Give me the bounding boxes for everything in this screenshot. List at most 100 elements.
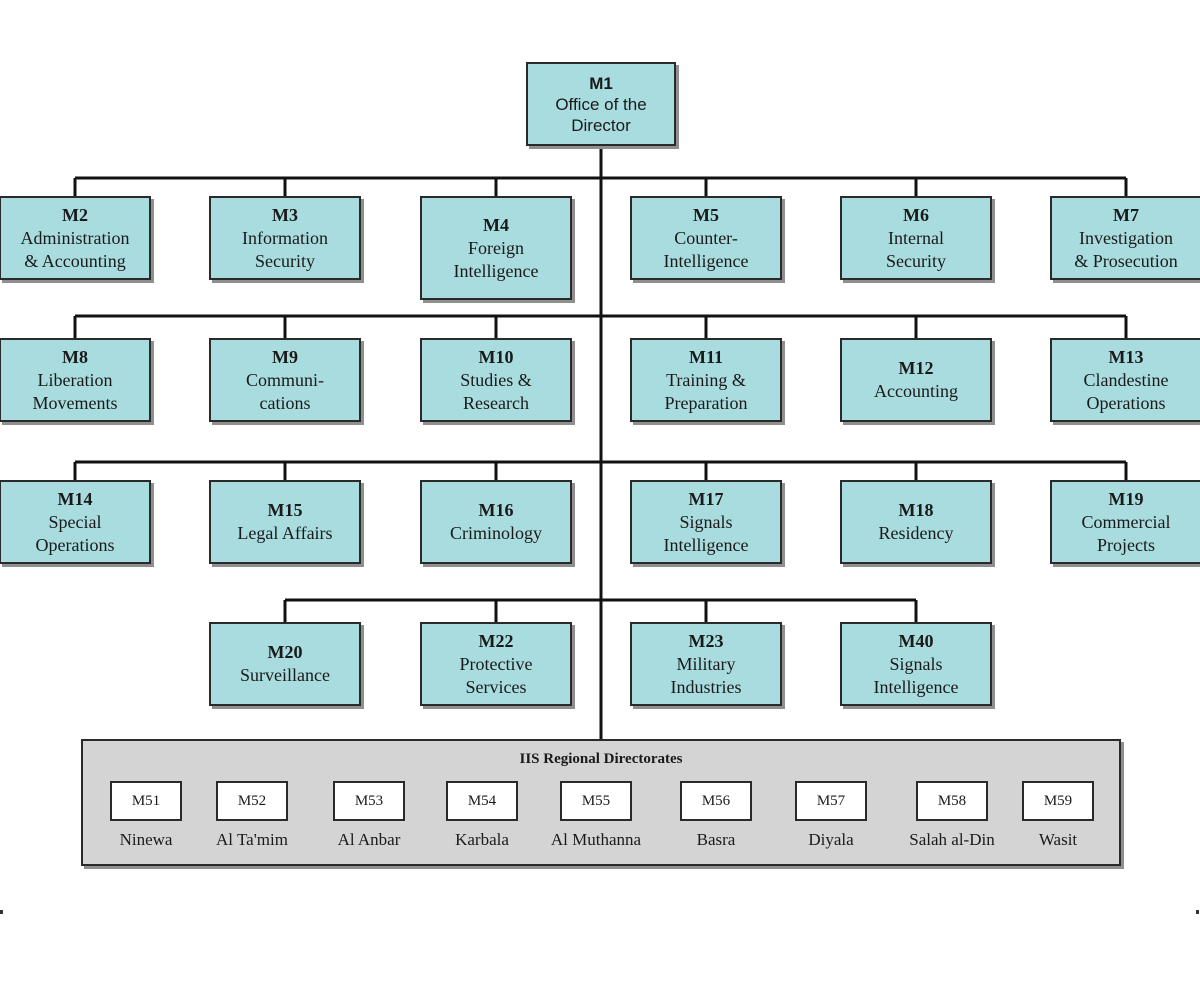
unit-code: M5 [693, 204, 719, 225]
unit-name-line: Foreign [468, 237, 524, 258]
unit-name-line: & Prosecution [1074, 250, 1178, 271]
unit-name-line: Industries [670, 676, 742, 697]
unit-name-line: Operations [1086, 392, 1166, 413]
regional-name: Salah al-Din [909, 830, 995, 849]
unit-code: M18 [898, 500, 934, 520]
unit-name-line: Preparation [664, 392, 748, 413]
unit-name-line: Signals [889, 653, 943, 674]
unit-name-line: Intelligence [663, 250, 749, 271]
regional-name: Wasit [1038, 830, 1078, 849]
unit-name-line: Signals [679, 511, 733, 532]
unit-name-line: Surveillance [240, 665, 330, 685]
unit-code: M1 [589, 73, 613, 93]
unit-name-line: Accounting [874, 381, 958, 401]
unit-name-line: cations [259, 392, 311, 413]
regional-name: Ninewa [119, 830, 173, 849]
unit-code: M40 [898, 630, 934, 651]
regional-name: Al Muthanna [550, 830, 642, 849]
unit-name-line: Director [571, 115, 631, 135]
unit-code: M4 [483, 214, 509, 235]
unit-code: M14 [57, 488, 93, 509]
unit-code: M11 [689, 346, 723, 367]
unit-code: M13 [1108, 346, 1144, 367]
regional-code-box: M58 [916, 781, 988, 821]
unit-name-line: Administration [20, 227, 130, 248]
unit-name-line: Intelligence [663, 534, 749, 555]
regional-directorates-title: IIS Regional Directorates [519, 751, 683, 767]
regional-code-box: M59 [1022, 781, 1094, 821]
unit-code: M23 [688, 630, 724, 651]
edge-mark-left [0, 910, 3, 914]
unit-name-line: Residency [878, 523, 954, 543]
regional-name: Diyala [808, 830, 854, 849]
unit-name-line: Security [886, 250, 946, 271]
regional-name: Al Anbar [337, 830, 401, 849]
regional-code-box: M55 [560, 781, 632, 821]
regional-name: Basra [696, 830, 736, 849]
unit-code: M8 [62, 346, 88, 367]
unit-name-line: Information [242, 227, 328, 248]
unit-code: M15 [267, 500, 303, 520]
unit-name-line: Clandestine [1083, 369, 1169, 390]
unit-name-line: Internal [888, 227, 944, 248]
unit-name-line: Operations [35, 534, 115, 555]
regional-code-box: M51 [110, 781, 182, 821]
unit-code: M10 [478, 346, 514, 367]
regional-code-box: M57 [795, 781, 867, 821]
unit-name-line: Intelligence [453, 260, 539, 281]
regional-code-box: M56 [680, 781, 752, 821]
unit-name-line: Criminology [449, 523, 542, 543]
unit-name-line: Protective [459, 653, 533, 674]
regional-item-m55: M55 Al Muthanna [526, 781, 666, 850]
regional-code-box: M52 [216, 781, 288, 821]
unit-name-line: Investigation [1079, 227, 1173, 248]
edge-mark-right [1196, 910, 1199, 914]
unit-name-line: Special [48, 511, 102, 532]
unit-name-line: Services [465, 676, 527, 697]
unit-name-line: Studies & [460, 369, 532, 390]
regional-name: Karbala [455, 830, 509, 849]
unit-code: M20 [267, 642, 303, 662]
unit-name-line: Counter- [674, 227, 738, 248]
unit-name-line: Movements [32, 392, 118, 413]
unit-code: M16 [478, 500, 514, 520]
unit-code: M7 [1113, 204, 1139, 225]
unit-name-line: Projects [1097, 534, 1155, 555]
unit-name-line: Communi- [245, 369, 324, 390]
unit-code: M2 [62, 204, 88, 225]
unit-name-line: Research [463, 392, 529, 413]
unit-code: M22 [478, 630, 514, 651]
unit-name-line: Intelligence [873, 676, 959, 697]
unit-name-line: Legal Affairs [237, 523, 333, 543]
unit-code: M12 [898, 358, 934, 378]
unit-name-line: Liberation [37, 369, 113, 390]
